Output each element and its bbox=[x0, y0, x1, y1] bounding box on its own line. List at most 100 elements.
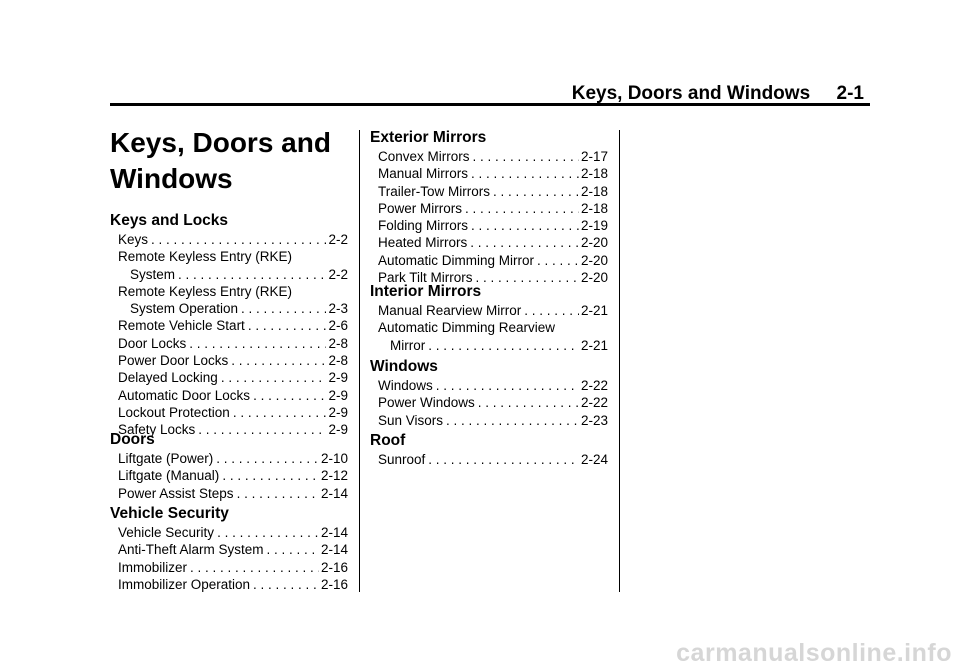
section-interior-mirrors: Interior Mirrors Manual Rearview Mirror2… bbox=[370, 282, 608, 354]
leader-dots bbox=[465, 200, 579, 217]
leader-dots bbox=[217, 524, 319, 541]
leader-dots bbox=[231, 352, 326, 369]
column-divider bbox=[619, 130, 620, 592]
toc-entry-page: 2-21 bbox=[580, 303, 608, 318]
section-roof: Roof Sunroof2-24 bbox=[370, 431, 608, 468]
leader-dots bbox=[471, 165, 579, 182]
toc-entry-text: Immobilizer Operation bbox=[118, 576, 251, 592]
toc-entry-page: 2-16 bbox=[320, 559, 348, 575]
toc-entry[interactable]: Power Assist Steps2-14 bbox=[118, 485, 348, 502]
toc-entry-page: 2-20 bbox=[580, 270, 608, 286]
toc-entry-page: 2-18 bbox=[580, 166, 608, 182]
toc-entry-text: Folding Mirrors bbox=[378, 218, 469, 234]
toc-entry[interactable]: Door Locks2-8 bbox=[118, 335, 348, 352]
toc-entry[interactable]: Safety Locks2-9 bbox=[118, 421, 348, 438]
toc-entry-text: Power Mirrors bbox=[378, 200, 463, 216]
toc-entry-page: 2-18 bbox=[580, 200, 608, 216]
toc-entry-page: 2-16 bbox=[320, 576, 348, 592]
toc-entry-text: Convex Mirrors bbox=[378, 149, 470, 164]
toc-entry-text: Power Windows bbox=[378, 395, 475, 411]
toc-entry[interactable]: Liftgate (Power)2-10 bbox=[118, 450, 348, 467]
leader-dots bbox=[248, 317, 327, 334]
toc-entry-text: Sunroof bbox=[378, 452, 426, 467]
leader-dots bbox=[470, 234, 579, 251]
toc-entry[interactable]: Lockout Protection2-9 bbox=[118, 404, 348, 421]
toc-entry[interactable]: Folding Mirrors 2-19 bbox=[378, 217, 608, 234]
toc-entry[interactable]: Convex Mirrors 2-17 bbox=[378, 148, 608, 165]
toc-entry-text: Park Tilt Mirrors bbox=[378, 270, 473, 286]
toc-entry-page: 2-20 bbox=[580, 252, 608, 268]
toc-list: Sunroof2-24 bbox=[378, 451, 608, 468]
toc-entry-text[interactable]: Remote Keyless Entry (RKE) bbox=[118, 249, 293, 265]
leader-dots bbox=[428, 337, 579, 354]
toc-entry[interactable]: Park Tilt Mirrors 2-20 bbox=[378, 269, 608, 286]
toc-entry-text[interactable]: Remote Keyless Entry (RKE) bbox=[118, 283, 293, 299]
toc-entry[interactable]: Immobilizer Operation 2-16 bbox=[118, 576, 348, 593]
toc-entry[interactable]: Manual Mirrors 2-18 bbox=[378, 165, 608, 182]
leader-dots bbox=[216, 450, 319, 467]
toc-entry[interactable]: System Operation2-3 bbox=[118, 300, 348, 317]
toc-entry[interactable]: Heated Mirrors 2-20 bbox=[378, 234, 608, 251]
toc-entry-text: Manual Mirrors bbox=[378, 166, 469, 182]
leader-dots bbox=[436, 377, 579, 394]
toc-entry-text: Power Assist Steps bbox=[118, 485, 234, 501]
toc-entry-text: Delayed Locking bbox=[118, 370, 218, 386]
toc-list: Convex Mirrors 2-17 Manual Mirrors 2-18 Tr… bbox=[378, 148, 608, 286]
toc-entry-text: Automatic Door Locks bbox=[118, 387, 251, 403]
toc-entry-page: 2-9 bbox=[328, 404, 348, 420]
toc-entry[interactable]: Manual Rearview Mirror2-21 bbox=[378, 302, 608, 319]
section-keys-and-locks: Keys and Locks Keys2-2 Remote Keyless En… bbox=[110, 211, 348, 439]
section-title: Keys and Locks bbox=[110, 212, 229, 229]
toc-entry-text: Power Door Locks bbox=[118, 353, 229, 369]
toc-entry[interactable]: Mirror2-21 bbox=[378, 337, 608, 354]
leader-dots bbox=[267, 541, 319, 558]
toc-entry[interactable]: Automatic Door Locks 2-9 bbox=[118, 387, 348, 404]
toc-entry-page: 2-9 bbox=[328, 387, 348, 403]
toc-entry[interactable]: Liftgate (Manual)2-12 bbox=[118, 467, 348, 484]
leader-dots bbox=[473, 148, 579, 165]
leader-dots bbox=[446, 412, 579, 429]
toc-entry[interactable]: Delayed Locking2-9 bbox=[118, 369, 348, 386]
toc-entry-text[interactable]: Automatic Dimming Rearview bbox=[378, 320, 556, 336]
toc-entry[interactable]: Power Door Locks2-8 bbox=[118, 352, 348, 369]
toc-entry[interactable]: System2-2 bbox=[118, 266, 348, 283]
section-title: Doors bbox=[110, 431, 155, 448]
leader-dots bbox=[253, 576, 319, 593]
leader-dots bbox=[428, 451, 579, 468]
toc-entry-page: 2-12 bbox=[320, 468, 348, 484]
toc-entry-text: Heated Mirrors bbox=[378, 235, 468, 251]
leader-dots bbox=[537, 252, 579, 269]
toc-entry-page: 2-19 bbox=[580, 218, 608, 234]
toc-entry-page: 2-6 bbox=[328, 318, 348, 334]
toc-entry-page: 2-20 bbox=[580, 235, 608, 251]
chapter-title-line: Keys, Doors and bbox=[110, 127, 331, 158]
toc-entry[interactable]: Sunroof2-24 bbox=[378, 451, 608, 468]
toc-entry-page: 2-21 bbox=[580, 337, 608, 353]
toc-entry-text: Trailer-Tow Mirrors bbox=[378, 183, 490, 199]
toc-entry-text: System bbox=[130, 266, 176, 282]
toc-entry-page: 2-17 bbox=[580, 149, 608, 164]
chapter-title: Keys, Doors and Windows bbox=[110, 125, 350, 197]
toc-entry-text: Safety Locks bbox=[118, 422, 196, 438]
toc-entry[interactable]: Anti-Theft Alarm System2-14 bbox=[118, 541, 348, 558]
toc-entry[interactable]: Sun Visors2-23 bbox=[378, 412, 608, 429]
toc-entry[interactable]: Trailer-Tow Mirrors2-18 bbox=[378, 183, 608, 200]
toc-entry[interactable]: Immobilizer2-16 bbox=[118, 559, 348, 576]
toc-entry[interactable]: Keys2-2 bbox=[118, 231, 348, 248]
leader-dots bbox=[221, 369, 327, 386]
toc-entry-text: Vehicle Security bbox=[118, 525, 215, 540]
toc-entry[interactable]: Vehicle Security2-14 bbox=[118, 524, 348, 541]
toc-entry-text: Automatic Dimming Mirror bbox=[378, 252, 535, 268]
toc-entry[interactable]: Power Mirrors 2-18 bbox=[378, 200, 608, 217]
page-header-title: Keys, Doors and Windows 2-1 bbox=[571, 83, 864, 104]
leader-dots bbox=[253, 387, 326, 404]
toc-entry[interactable]: Remote Vehicle Start2-6 bbox=[118, 317, 348, 334]
toc-entry-page: 2-10 bbox=[320, 451, 348, 466]
leader-dots bbox=[233, 404, 327, 421]
column-divider bbox=[359, 130, 360, 592]
toc-entry[interactable]: Automatic Dimming Mirror 2-20 bbox=[378, 252, 608, 269]
